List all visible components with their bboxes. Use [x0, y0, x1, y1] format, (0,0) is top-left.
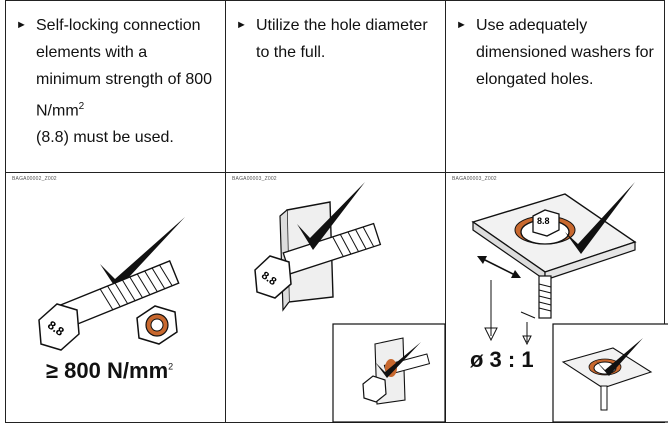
- panel-3-text: ► Use adequately dimensioned washers for…: [456, 12, 661, 93]
- figure-ref-code: BAGA00003_Z002: [232, 176, 277, 182]
- panel-1-text: ► Self-locking connection elements with …: [16, 12, 216, 151]
- bolt-and-nut-illustration: 8.8: [38, 217, 185, 351]
- ratio-caption: ø 3 : 1: [470, 347, 534, 372]
- figure-ref-code: BAGA00002_Z002: [12, 176, 57, 182]
- washer-illustration: 8.8: [471, 182, 668, 423]
- bullet-icon: ►: [236, 19, 247, 31]
- bullet-icon: ►: [16, 19, 27, 31]
- panel-2-text: ► Utilize the hole diameter to the full.: [236, 12, 436, 66]
- column-divider: [225, 1, 226, 422]
- hole-diameter-illustration: 8.8: [254, 182, 446, 423]
- column-divider: [445, 1, 446, 422]
- bullet-icon: ►: [456, 19, 467, 31]
- figure-ref-code: BAGA00003_Z002: [452, 176, 497, 182]
- row-divider: [6, 172, 664, 173]
- strength-caption: ≥ 800 N/mm2: [46, 358, 174, 383]
- bolt-mark: 8.8: [537, 216, 550, 226]
